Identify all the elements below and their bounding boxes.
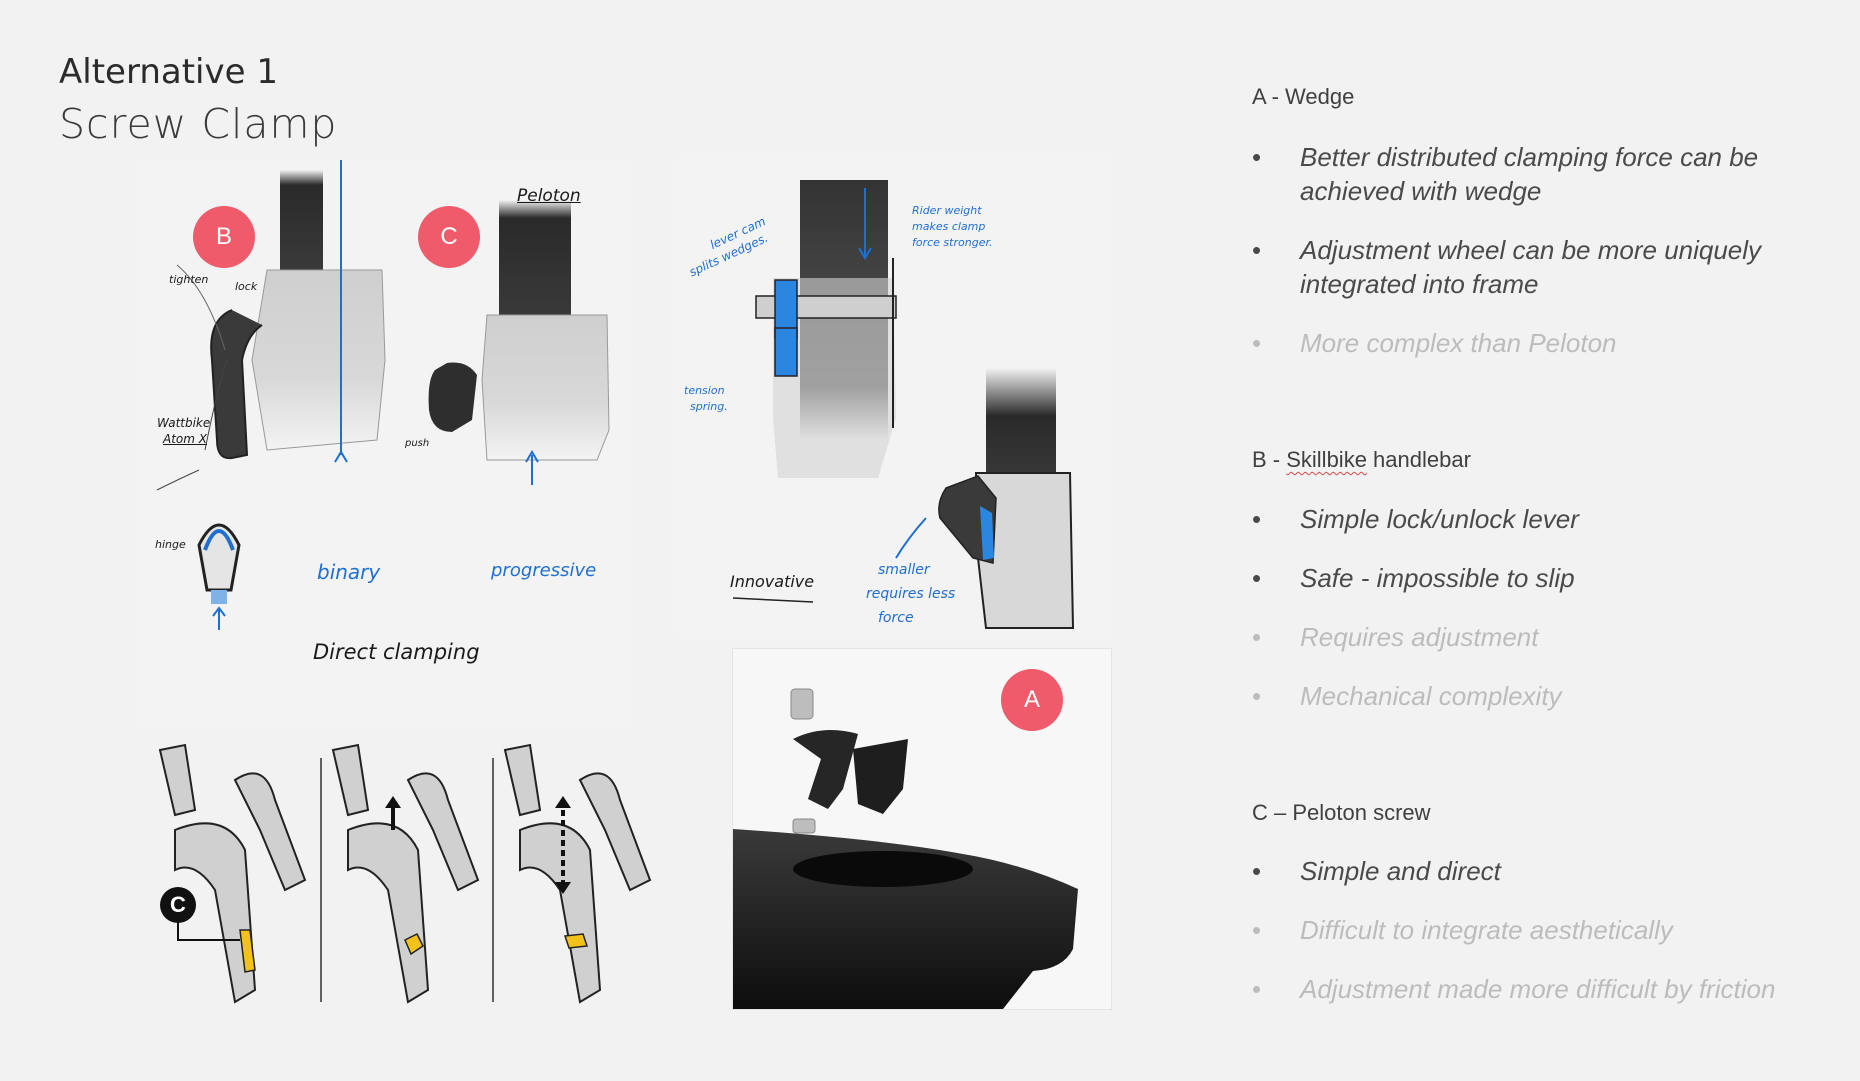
wedge-product-render: A xyxy=(732,648,1112,1010)
skillbike-link-text: Skillbike xyxy=(1286,447,1367,472)
note-smaller-3: force xyxy=(878,610,914,626)
note-smaller-1: smaller xyxy=(878,562,930,578)
badge-a: A xyxy=(1001,669,1063,731)
section-a-title-text: A - Wedge xyxy=(1252,84,1355,109)
note-rider-1: Rider weight xyxy=(912,204,982,217)
wedge-render-drawing xyxy=(733,688,1078,1009)
section-c-title: C – Peloton screw xyxy=(1252,800,1431,825)
section-a-bullets: •Better distributed clamping force can b… xyxy=(1252,140,1812,385)
sketch-panel-left: B C Peloton tighten lock Wattbike Atom X… xyxy=(137,160,631,725)
badge-c-small: C xyxy=(170,892,186,917)
note-rider-2: makes clamp xyxy=(912,220,986,233)
slide-title: Alternative 1 xyxy=(59,52,278,92)
list-item: •Adjustment made more difficult by frict… xyxy=(1252,974,1776,1004)
list-item: •Difficult to integrate aesthetically xyxy=(1252,915,1673,945)
list-item: •Adjustment wheel can be more uniquely i… xyxy=(1252,235,1762,299)
badge-c: C xyxy=(418,206,480,268)
note-push: push xyxy=(405,438,430,449)
note-hinge: hinge xyxy=(155,538,186,551)
note-progressive: progressive xyxy=(491,560,597,581)
note-direct-clamping: Direct clamping xyxy=(313,640,480,664)
note-innovative: Innovative xyxy=(730,572,815,591)
slide-subtitle: Screw Clamp xyxy=(59,100,338,148)
section-b-title: B - Skillbike handlebar xyxy=(1252,447,1471,472)
note-peloton: Peloton xyxy=(517,186,581,206)
note-tension-2: spring. xyxy=(690,400,728,413)
list-item: •Safe - impossible to slip xyxy=(1252,563,1575,593)
handlebar-lever-drawing xyxy=(158,743,652,1004)
note-tighten: tighten xyxy=(169,273,209,286)
note-smaller-2: requires less xyxy=(866,586,956,602)
note-binary: binary xyxy=(317,560,381,584)
list-item: •Mechanical complexity xyxy=(1252,681,1562,711)
sketch-wedge-drawing xyxy=(732,180,1075,629)
list-item: •Simple lock/unlock lever xyxy=(1252,504,1579,534)
note-atomx: Atom X xyxy=(163,432,207,446)
list-item: •More complex than Peloton xyxy=(1252,328,1617,358)
section-a-title: A - Wedge xyxy=(1252,84,1354,110)
note-tension-1: tension xyxy=(684,384,725,397)
note-lock: lock xyxy=(235,280,258,293)
handlebar-lever-illustrations: C xyxy=(155,740,660,1008)
sketch-panel-right: lever cam splits wedges. Rider weight ma… xyxy=(678,158,1112,638)
sketch-seatpost-drawing xyxy=(156,160,610,630)
list-item: •Simple and direct xyxy=(1252,856,1501,886)
list-item: •Requires adjustment xyxy=(1252,622,1539,652)
note-wattbike: Wattbike xyxy=(157,416,211,430)
badge-b: B xyxy=(193,206,255,268)
note-rider-3: force stronger. xyxy=(912,236,993,249)
list-item: •Better distributed clamping force can b… xyxy=(1252,142,1759,206)
section-c-bullets: •Simple and direct •Difficult to integra… xyxy=(1252,854,1812,1031)
section-b-bullets: •Simple lock/unlock lever •Safe - imposs… xyxy=(1252,502,1812,738)
